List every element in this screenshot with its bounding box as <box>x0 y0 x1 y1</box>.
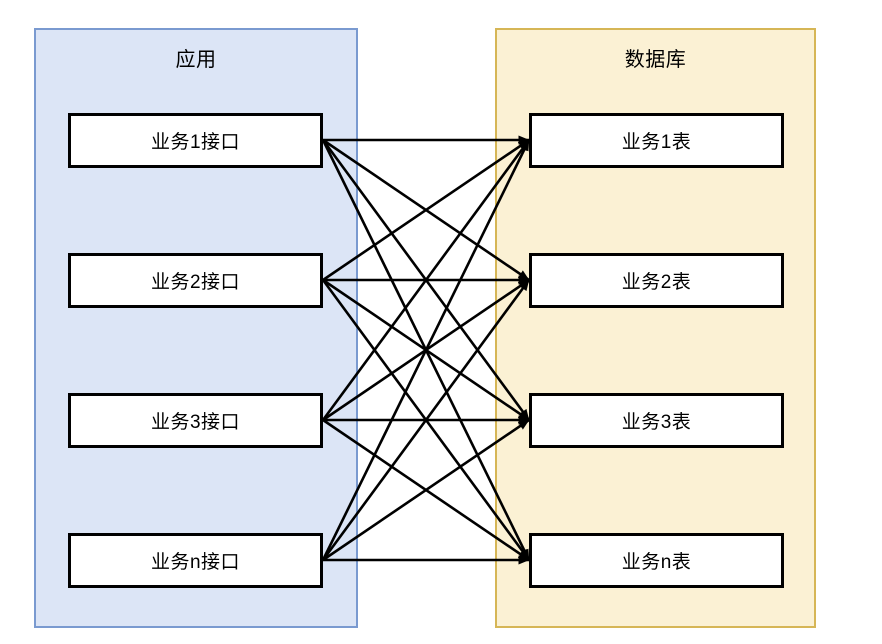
db-node-3-label: 业务3表 <box>621 412 692 433</box>
app-node-n[interactable]: 业务n接口 <box>68 533 323 588</box>
app-node-1-label: 业务1接口 <box>150 132 241 153</box>
app-node-1[interactable]: 业务1接口 <box>68 113 323 168</box>
db-node-n-label: 业务n表 <box>621 552 692 573</box>
db-node-3[interactable]: 业务3表 <box>529 393 784 448</box>
app-node-2[interactable]: 业务2接口 <box>68 253 323 308</box>
db-node-2[interactable]: 业务2表 <box>529 253 784 308</box>
app-node-2-label: 业务2接口 <box>150 272 241 293</box>
app-node-3[interactable]: 业务3接口 <box>68 393 323 448</box>
db-node-1-label: 业务1表 <box>621 132 692 153</box>
database-panel-title: 数据库 <box>624 49 687 71</box>
application-panel-title: 应用 <box>175 49 217 71</box>
db-node-2-label: 业务2表 <box>621 272 692 293</box>
db-node-1[interactable]: 业务1表 <box>529 113 784 168</box>
db-node-n[interactable]: 业务n表 <box>529 533 784 588</box>
app-node-3-label: 业务3接口 <box>150 412 241 433</box>
app-node-n-label: 业务n接口 <box>150 552 241 573</box>
